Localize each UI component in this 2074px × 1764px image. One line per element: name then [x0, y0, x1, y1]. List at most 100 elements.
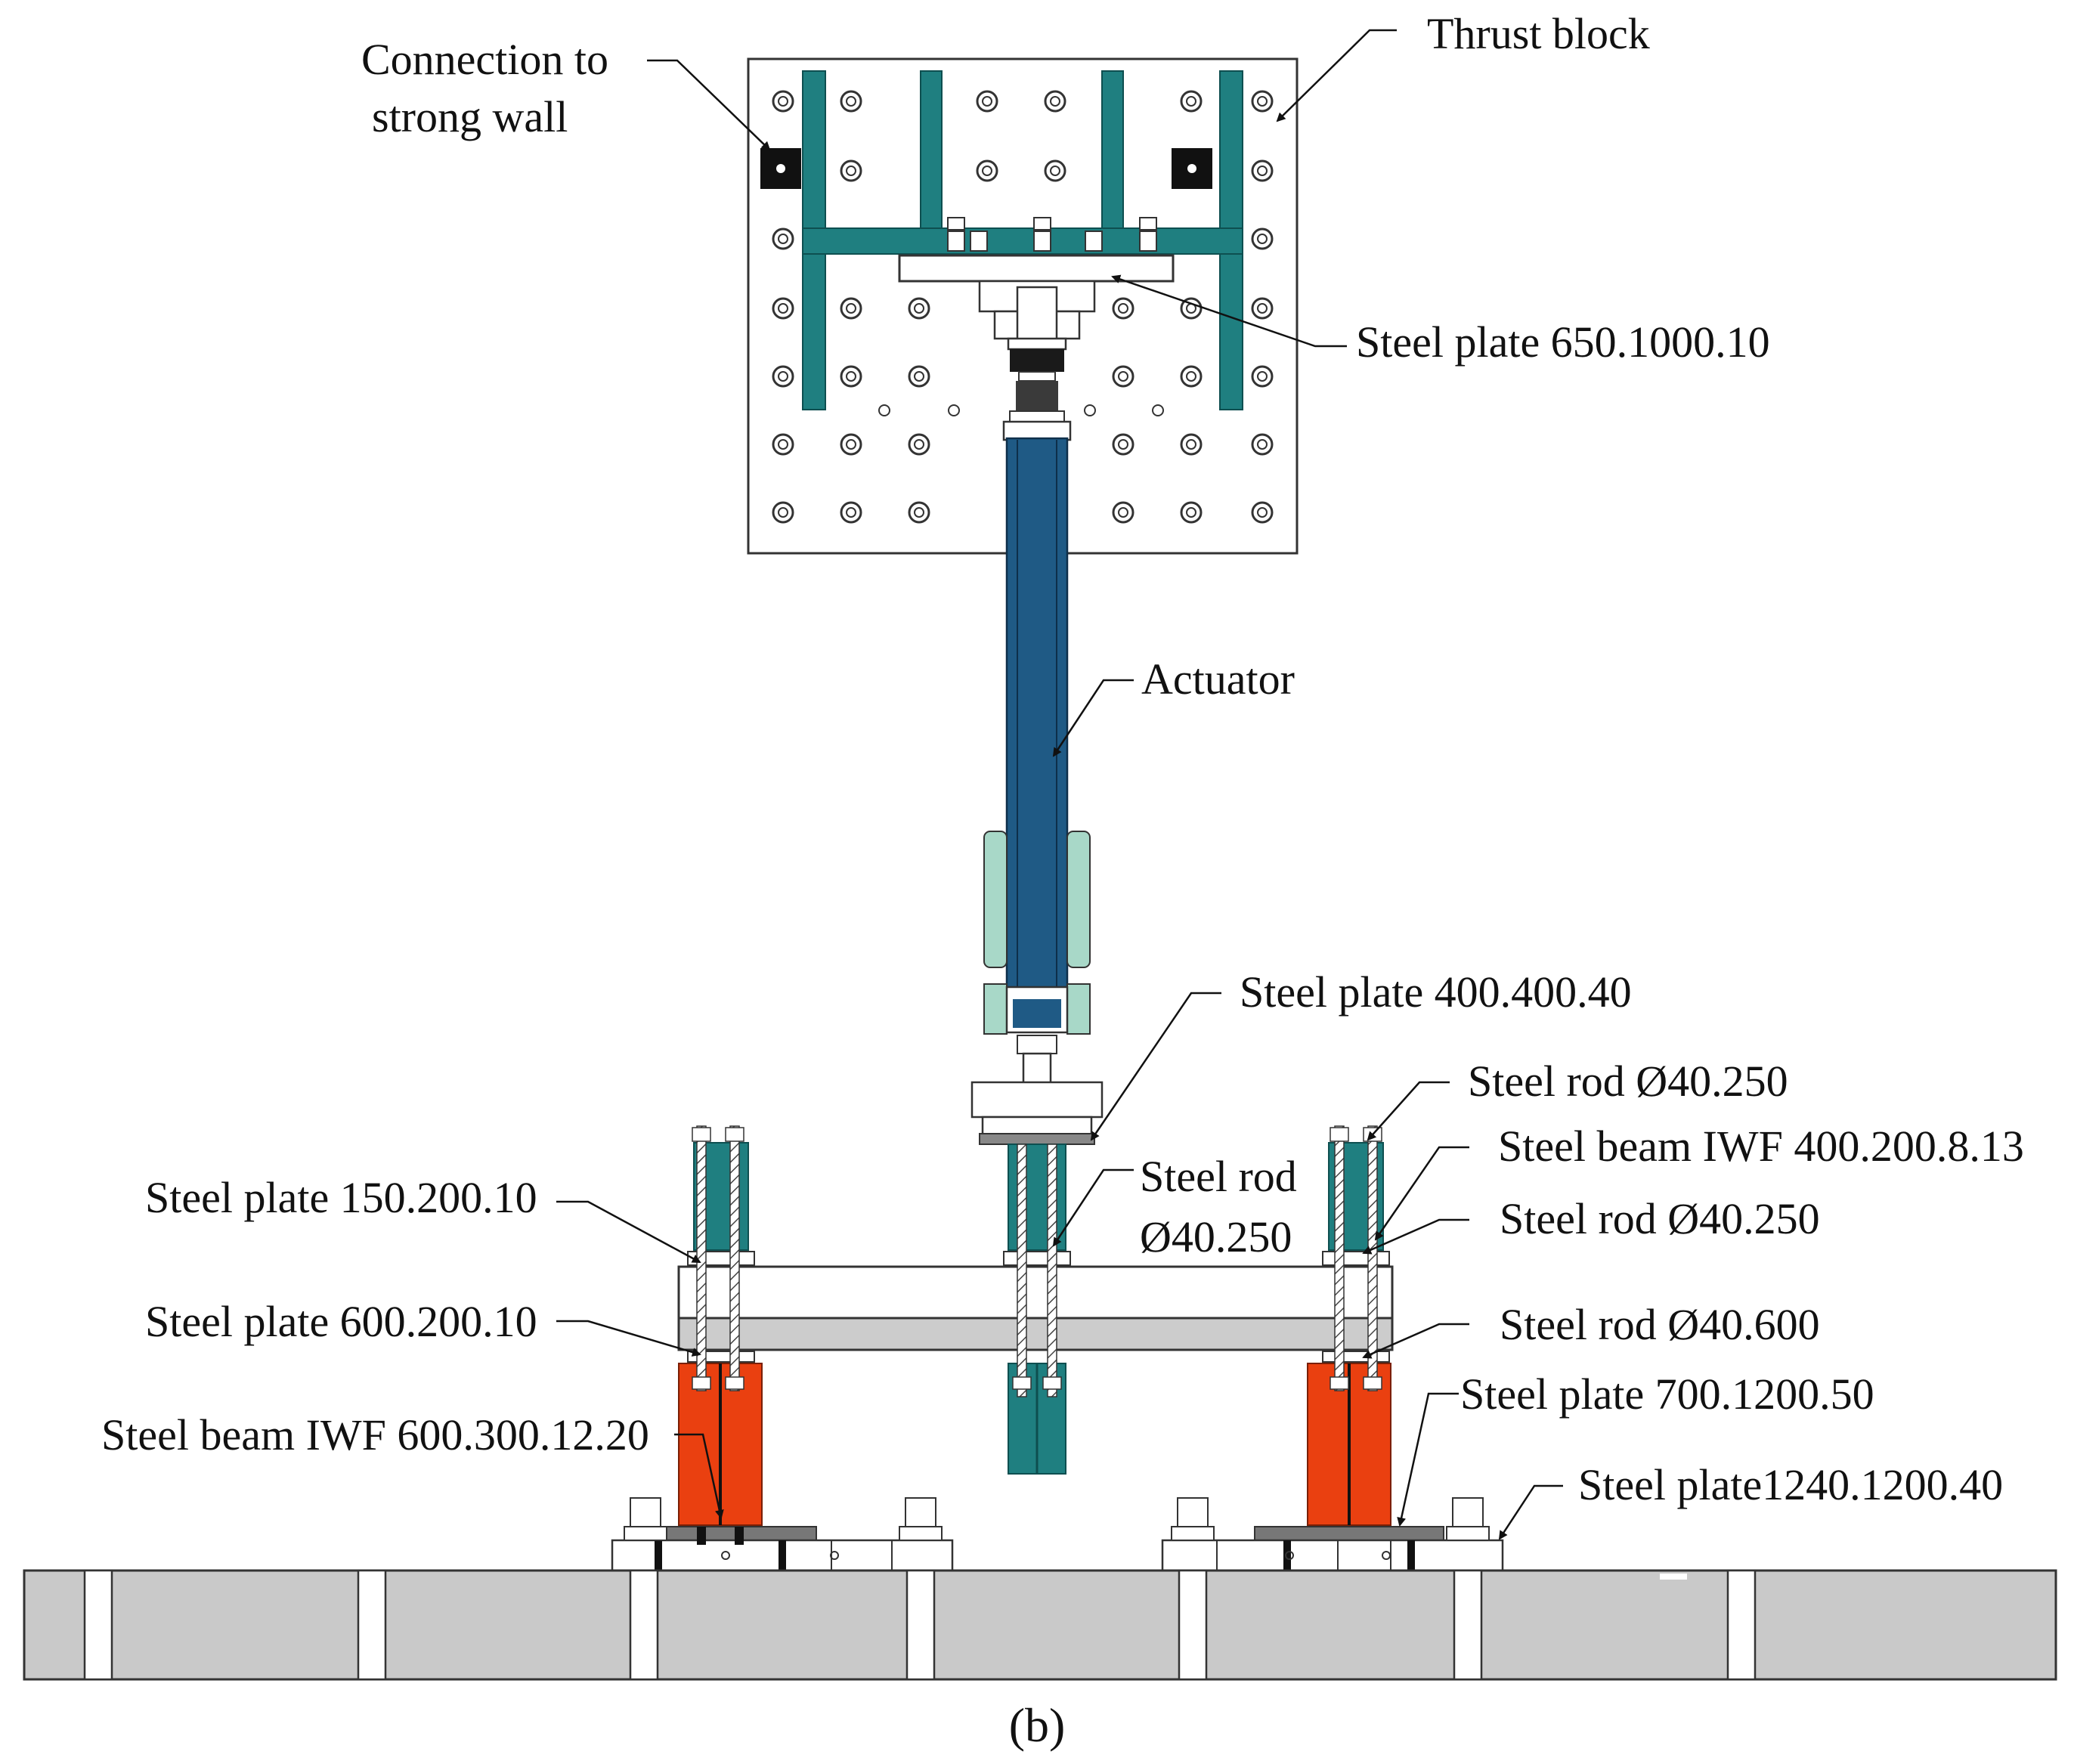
- load-cell: [1016, 381, 1058, 411]
- bolt-hole: [840, 365, 862, 388]
- teal-frame: [802, 70, 1243, 410]
- steel-plate-650: [898, 254, 1175, 283]
- actuator-sleeve-right: [1066, 831, 1091, 968]
- bolt-hole-inner: [846, 96, 856, 107]
- label-steel-beam-iwf-600: Steel beam IWF 600.300.12.20: [101, 1410, 649, 1459]
- lower-assembly: [611, 1125, 1504, 1572]
- bolt-hole-inner: [1257, 96, 1268, 107]
- actuator-collar: [1002, 420, 1072, 441]
- small-hole: [1152, 404, 1164, 416]
- floor-slots: [83, 1569, 1757, 1681]
- bolt-hole: [1180, 433, 1203, 456]
- bolt-hole: [772, 433, 794, 456]
- bolt-hole: [1112, 365, 1135, 388]
- steel-plate-400: [979, 1133, 1095, 1145]
- bolt-hole: [1180, 297, 1203, 320]
- bolt-hole-inner: [1257, 303, 1268, 314]
- bolt-hole-inner: [1186, 507, 1196, 518]
- small-hole: [1084, 404, 1096, 416]
- bolt-hole-inner: [846, 166, 856, 176]
- label-actuator: Actuator: [1141, 655, 1295, 704]
- actuator-cylinder: [1005, 437, 1069, 992]
- bolt-hole-inner: [914, 507, 924, 518]
- bolt-hole-inner: [914, 303, 924, 314]
- label-steel-plate-700: Steel plate 700.1200.50: [1460, 1369, 1874, 1419]
- bolt-hole-inner: [846, 371, 856, 382]
- bolt-hole-inner: [1257, 439, 1268, 450]
- strong-floor: [23, 1569, 2057, 1681]
- bolt-hole: [1180, 365, 1203, 388]
- steel-plate-1240-right: [1161, 1539, 1504, 1572]
- bolt-hole-inner: [846, 507, 856, 518]
- bolt-hole: [908, 365, 930, 388]
- bolt-hole: [908, 297, 930, 320]
- label-thrust-block: Thrust block: [1427, 9, 1650, 58]
- bolt-hole: [840, 159, 862, 182]
- label-steel-plate-150: Steel plate 150.200.10: [145, 1173, 537, 1222]
- figure-caption: (b): [1009, 1698, 1066, 1752]
- bolt-hole-inner: [1118, 303, 1128, 314]
- bolt-hole-inner: [1050, 96, 1060, 107]
- bolt-hole: [1112, 297, 1135, 320]
- label-center-rod-line2: Ø40.250: [1140, 1212, 1292, 1261]
- bolt-hole-inner: [1118, 371, 1128, 382]
- label-steel-rod-600: Steel rod Ø40.600: [1500, 1300, 1820, 1349]
- bolt-hole-inner: [846, 303, 856, 314]
- swivel-joint: [1010, 349, 1064, 372]
- actuator-clevis-bottom: [970, 1052, 1104, 1143]
- bolt-hole: [1251, 433, 1274, 456]
- bolt-hole: [772, 90, 794, 113]
- small-hole: [948, 404, 960, 416]
- bolt-hole-inner: [1118, 439, 1128, 450]
- small-hole: [878, 404, 890, 416]
- steel-plate-700-right: [1254, 1526, 1444, 1541]
- bolt-hole-inner: [846, 439, 856, 450]
- label-connection-line1: Connection to: [361, 35, 608, 84]
- bolt-hole-inner: [1118, 507, 1128, 518]
- label-steel-plate-600: Steel plate 600.200.10: [145, 1297, 537, 1346]
- label-center-rod-line1: Steel rod: [1140, 1152, 1297, 1201]
- bolt-hole: [772, 297, 794, 320]
- bolt-hole-inner: [778, 234, 788, 244]
- bolt-hole-inner: [1257, 166, 1268, 176]
- bolt-hole: [1180, 90, 1203, 113]
- label-steel-beam-iwf-400: Steel beam IWF 400.200.8.13: [1498, 1122, 2024, 1171]
- labels: Connection to strong wall Thrust block S…: [101, 9, 2024, 1752]
- leader-lines: [556, 29, 1563, 1540]
- label-steel-plate-400: Steel plate 400.400.40: [1240, 967, 1632, 1017]
- threaded-rods: [696, 1125, 1378, 1397]
- bolt-hole: [772, 227, 794, 250]
- label-steel-rod-mid: Steel rod Ø40.250: [1500, 1194, 1820, 1243]
- bolt-hole-inner: [778, 371, 788, 382]
- actuator-sleeve-left: [983, 831, 1008, 968]
- bolt-hole: [976, 159, 998, 182]
- bolt-hole: [1251, 297, 1274, 320]
- bolt-hole: [908, 501, 930, 524]
- bolt-hole: [840, 90, 862, 113]
- bolt-hole-inner: [1186, 96, 1196, 107]
- bolt-hole: [908, 433, 930, 456]
- bolt-holes: [772, 90, 1274, 524]
- bolt-hole: [1112, 501, 1135, 524]
- bolt-hole: [976, 90, 998, 113]
- actuator-clevis-top: [978, 280, 1096, 351]
- bolt-hole-inner: [778, 96, 788, 107]
- bolt-hole-inner: [1186, 439, 1196, 450]
- bolt-hole: [772, 365, 794, 388]
- label-steel-plate-1240: Steel plate1240.1200.40: [1578, 1460, 2003, 1509]
- bolt-hole-inner: [982, 96, 992, 107]
- bolt-hole-inner: [1257, 371, 1268, 382]
- bolt-hole: [1251, 227, 1274, 250]
- bolt-hole: [840, 433, 862, 456]
- bolt-hole: [1251, 365, 1274, 388]
- bolt-hole: [1112, 433, 1135, 456]
- bolt-hole-inner: [914, 439, 924, 450]
- base-plates: [611, 1497, 1504, 1572]
- bolt-hole-inner: [1050, 166, 1060, 176]
- bolt-hole: [1044, 90, 1066, 113]
- bolt-hole-inner: [778, 439, 788, 450]
- bolt-hole: [1180, 501, 1203, 524]
- bolt-hole-inner: [1186, 371, 1196, 382]
- bolt-hole: [1044, 159, 1066, 182]
